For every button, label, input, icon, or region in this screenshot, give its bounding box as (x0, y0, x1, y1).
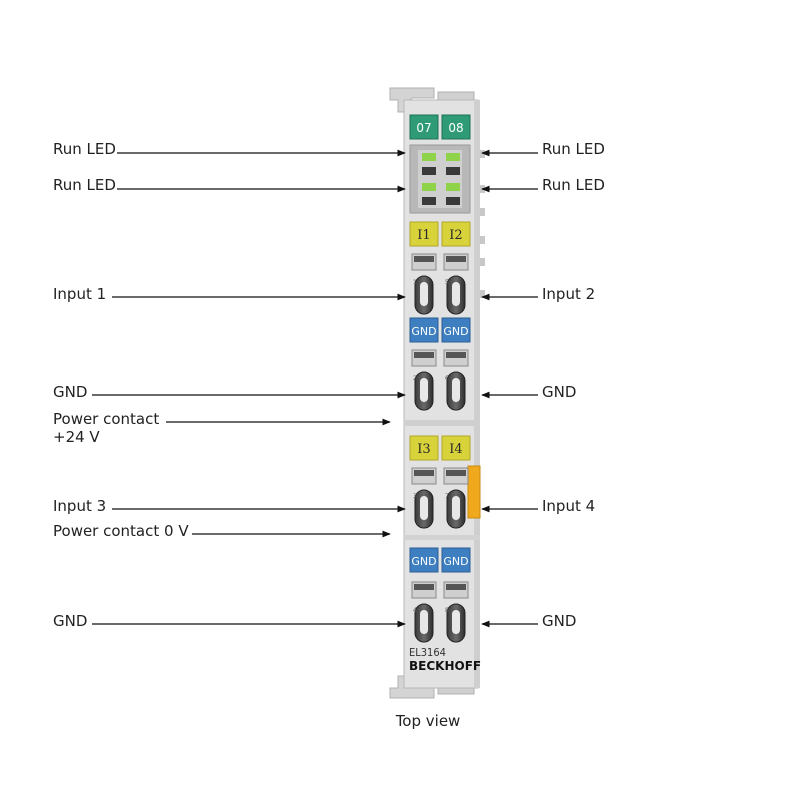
model-number: EL3164 (409, 646, 446, 659)
gnd-tags-bottom: GND GND (409, 547, 471, 573)
input-tag-i3: I3 (417, 442, 430, 457)
release-button-highlight (452, 496, 460, 520)
label-power-contact-24v-line2: +24 V (53, 428, 100, 446)
wire-opening-slot (446, 584, 466, 590)
wire-opening-slot (446, 256, 466, 262)
release-button-highlight (452, 610, 460, 634)
run-led-1 (422, 153, 436, 161)
label-input-2: Input 2 (542, 285, 596, 303)
wire-opening-slot (414, 256, 434, 262)
release-button-highlight (452, 378, 460, 402)
gnd-tag-2: GND (443, 325, 468, 338)
input-tag-i4: I4 (449, 442, 462, 457)
brand-name: BECKHOFF (409, 659, 481, 673)
release-button-highlight (452, 282, 460, 306)
gnd-tags-top: GND GND (409, 317, 471, 343)
label-power-contact-24v-line1: Power contact (53, 410, 160, 428)
pin-number: 8 (445, 607, 449, 614)
wire-opening-slot (446, 470, 466, 476)
run-led-4 (446, 183, 460, 191)
leader-lines-right (481, 149, 538, 628)
pin-number: 1 (413, 279, 417, 286)
pin-number: 5 (445, 279, 449, 286)
label-power-contact-0v: Power contact 0 V (53, 522, 189, 540)
label-run-led-left-1: Run LED (53, 140, 116, 158)
label-input-4: Input 4 (542, 497, 596, 515)
label-run-led-right-1: Run LED (542, 140, 605, 158)
release-button-highlight (420, 610, 428, 634)
led-block (409, 144, 471, 214)
input-tags-top: I1 I2 (409, 221, 471, 247)
wire-opening-slot (446, 352, 466, 358)
pin-number: 4 (413, 607, 417, 614)
terminal-groups: 1 5 2 6 3 7 4 8 (411, 253, 469, 643)
pin-number: 6 (445, 375, 449, 382)
run-led-3 (422, 183, 436, 191)
label-run-led-right-2: Run LED (542, 176, 605, 194)
gnd-tag-4: GND (443, 555, 468, 568)
label-gnd-right-2: GND (542, 612, 577, 630)
run-led-2 (446, 153, 460, 161)
pin-number: 7 (445, 493, 449, 500)
caption-top-view: Top view (395, 712, 461, 730)
label-power-contact-24v: Power contact +24 V (53, 410, 159, 446)
release-button-highlight (420, 378, 428, 402)
pin-number: 3 (413, 493, 417, 500)
gnd-tag-3: GND (411, 555, 436, 568)
pin-number: 2 (413, 375, 417, 382)
channel-tags: 07 08 (409, 114, 471, 140)
leader-lines-left (92, 149, 406, 628)
side-power-contact (467, 465, 481, 519)
label-gnd-left-1: GND (53, 383, 88, 401)
input-tag-i1: I1 (417, 228, 430, 243)
label-input-1: Input 1 (53, 285, 107, 303)
channel-tag-07: 07 (416, 121, 431, 135)
input-tag-i2: I2 (449, 228, 462, 243)
release-button-highlight (420, 496, 428, 520)
input-tags-bottom: I3 I4 (409, 435, 471, 461)
wire-opening-slot (414, 352, 434, 358)
release-button-highlight (420, 282, 428, 306)
label-input-3: Input 3 (53, 497, 107, 515)
wire-opening-slot (414, 470, 434, 476)
label-run-led-left-2: Run LED (53, 176, 116, 194)
label-gnd-left-2: GND (53, 612, 88, 630)
wire-opening-slot (414, 584, 434, 590)
label-gnd-right-1: GND (542, 383, 577, 401)
channel-tag-08: 08 (448, 121, 463, 135)
gnd-tag-1: GND (411, 325, 436, 338)
